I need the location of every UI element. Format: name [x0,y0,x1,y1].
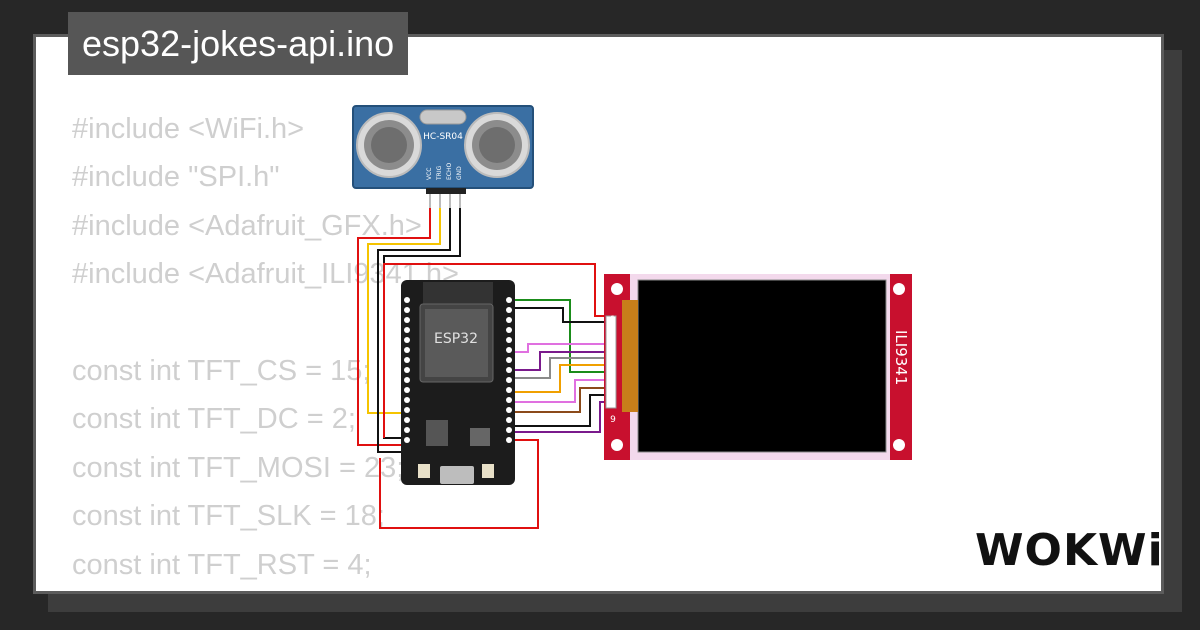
code-line: const int TFT_DC = 2; [72,403,356,436]
wires [357,208,610,529]
svg-text:VCC: VCC [426,168,433,180]
esp32-board[interactable]: ESP32 [401,280,515,485]
svg-text:9: 9 [610,415,616,425]
display-label: ILI9341 [892,330,910,385]
code-line: const int TFT_SLK = 18; [72,500,385,533]
code-line: #include <WiFi.h> [72,113,305,145]
wokwi-logo: WOKWi [975,525,1164,576]
code-preview: #include <WiFi.h> #include "SPI.h" #incl… [72,105,459,589]
project-title[interactable]: esp32-jokes-api.ino [68,12,409,75]
code-line: #include <Adafruit_GFX.h> [72,209,422,242]
esp32-label: ESP32 [434,331,478,347]
esp32-pins-left [404,297,410,443]
ili9341-display[interactable]: 1 9 ILI9341 [604,274,912,460]
code-line: const int TFT_CS = 15; [72,354,371,387]
project-card[interactable]: #include <WiFi.h> #include "SPI.h" #incl… [33,34,1164,594]
svg-text:1: 1 [610,315,616,325]
hc-sr04-sensor[interactable]: HC-SR04 VCC TRIG ECHO GND [352,105,534,208]
code-line: const int TFT_RST = 4; [72,548,372,581]
svg-text:GND: GND [456,166,463,180]
code-line: #include "SPI.h" [72,161,280,194]
svg-text:ECHO: ECHO [446,163,453,180]
esp32-pins-right [506,297,512,443]
code-line: const int TFT_MOSI = 23; [72,451,405,484]
svg-text:TRIG: TRIG [436,165,443,181]
sensor-label: HC-SR04 [423,132,463,142]
